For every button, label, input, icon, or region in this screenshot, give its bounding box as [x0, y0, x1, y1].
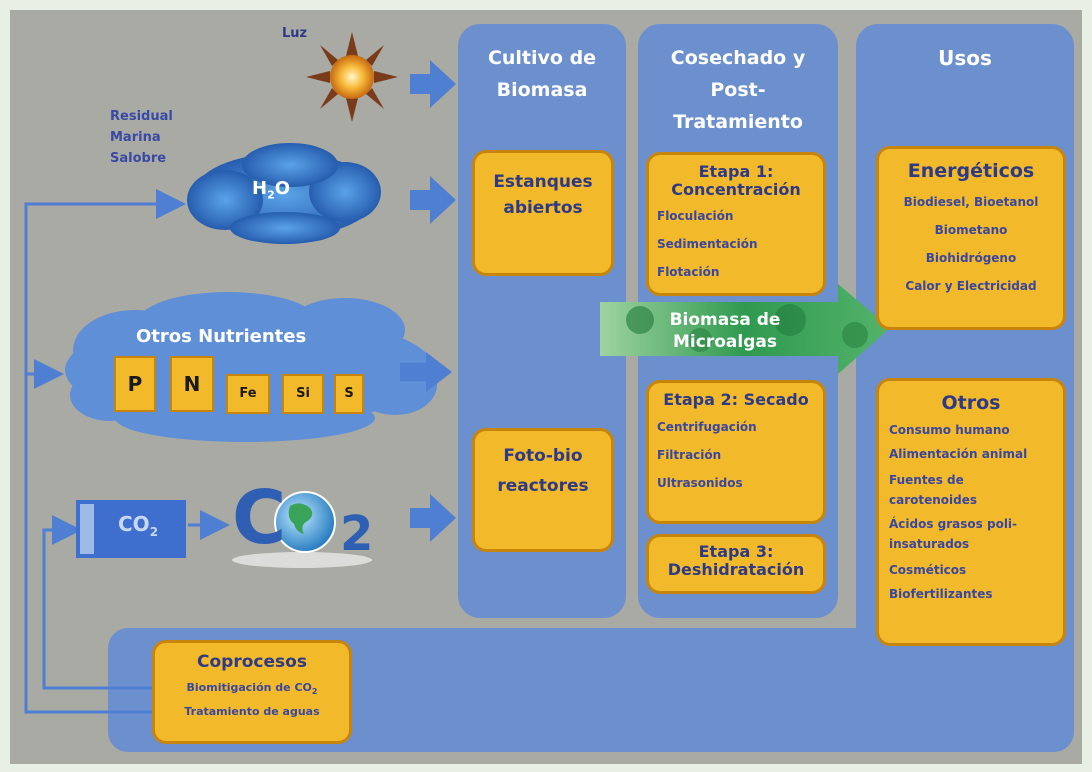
co2-small-label: CO2 [118, 512, 159, 539]
nutrient-tile-fe: Fe [226, 374, 270, 414]
input-arrow-co2 [410, 494, 456, 542]
fotobio-label: Foto-bio reactores [497, 446, 589, 496]
etapa1-item-floculacion: Floculación [657, 209, 734, 224]
h2o-label: H2O [252, 178, 291, 202]
otros-item-cosmeticos: Cosméticos [889, 562, 967, 577]
input-arrow-water [410, 176, 456, 224]
energeticos-item-biodiesel: Biodiesel, Bioetanol [903, 194, 1039, 209]
estanques-label: Estanques abiertos [493, 172, 593, 218]
coprocesos-line2: Tratamiento de aguas [184, 704, 320, 718]
fotobio-box: Foto-bio reactores [472, 428, 614, 552]
otros-title: Otros [941, 392, 1001, 414]
energeticos-item-biometano: Biometano [934, 222, 1008, 237]
biomasa-arrow [600, 284, 890, 374]
otros-item-acidos: Ácidos grasos poli-insaturados [889, 516, 1018, 551]
nutrient-tile-si: Si [282, 374, 324, 414]
co2-logo-c: C [232, 475, 287, 561]
water-types-label: Residual Marina Salobre [110, 106, 173, 169]
etapa1-title: Etapa 1: Concentración [671, 162, 801, 199]
etapa2-item-centrifugacion: Centrifugación [657, 419, 757, 434]
otros-item-alimentacion: Alimentación animal [889, 446, 1028, 461]
nutrient-tile-p: P [114, 356, 156, 412]
co2-logo-two: 2 [340, 506, 374, 562]
recycle-lines [24, 189, 230, 714]
etapa1-box: Etapa 1: Concentración Floculación Sedim… [646, 152, 826, 296]
water-type-marina: Marina [110, 130, 161, 145]
etapa2-item-filtracion: Filtración [657, 447, 722, 462]
etapa3-title: Etapa 3: Deshidratación [667, 542, 805, 579]
nutrients-arrow [400, 352, 452, 392]
nutrient-tile-n: N [170, 356, 214, 412]
otros-item-consumo: Consumo humano [889, 422, 1010, 437]
energeticos-item-calor: Calor y Electricidad [905, 278, 1037, 293]
nutrients-title: Otros Nutrientes [136, 326, 307, 347]
coprocesos-box: Coprocesos Biomitigación de CO2 Tratamie… [152, 640, 352, 744]
etapa2-box: Etapa 2: Secado Centrifugación Filtració… [646, 380, 826, 524]
nutrient-tile-s: S [334, 374, 364, 414]
etapa1-item-flotacion: Flotación [657, 265, 720, 280]
coprocesos-title: Coprocesos [197, 652, 307, 672]
usos-header: Usos [938, 46, 992, 70]
etapa1-item-sedimentacion: Sedimentación [657, 237, 758, 252]
etapa2-item-ultrasonidos: Ultrasonidos [657, 475, 743, 490]
input-arrow-luz [410, 60, 456, 108]
coprocesos-line1: Biomitigación de CO2 [186, 680, 318, 696]
etapa2-title: Etapa 2: Secado [663, 390, 809, 409]
sun-icon [306, 32, 398, 122]
luz-label: Luz [282, 26, 308, 41]
water-type-residual: Residual [110, 109, 173, 124]
biomasa-label: Biomasa de Microalgas [669, 310, 781, 352]
estanques-box: Estanques abiertos [472, 150, 614, 276]
energeticos-item-biohidrogeno: Biohidrógeno [925, 250, 1017, 265]
co2-box [76, 500, 186, 558]
energeticos-title: Energéticos [907, 160, 1035, 182]
cultivo-header: Cultivo de Biomasa [487, 47, 597, 101]
water-type-salobre: Salobre [110, 151, 167, 166]
etapa3-box: Etapa 3: Deshidratación [646, 534, 826, 594]
otros-item-carotenoides: Fuentes de carotenoides [889, 472, 978, 507]
cosechado-header: Cosechado y Post-Tratamiento [670, 47, 806, 133]
water-cloud [187, 143, 381, 244]
otros-box: Otros Consumo humano Alimentación animal… [876, 378, 1066, 646]
co2-globe [232, 491, 372, 568]
energeticos-box: Energéticos Biodiesel, Bioetanol Biometa… [876, 146, 1066, 330]
otros-item-biofertilizantes: Biofertilizantes [889, 586, 993, 601]
